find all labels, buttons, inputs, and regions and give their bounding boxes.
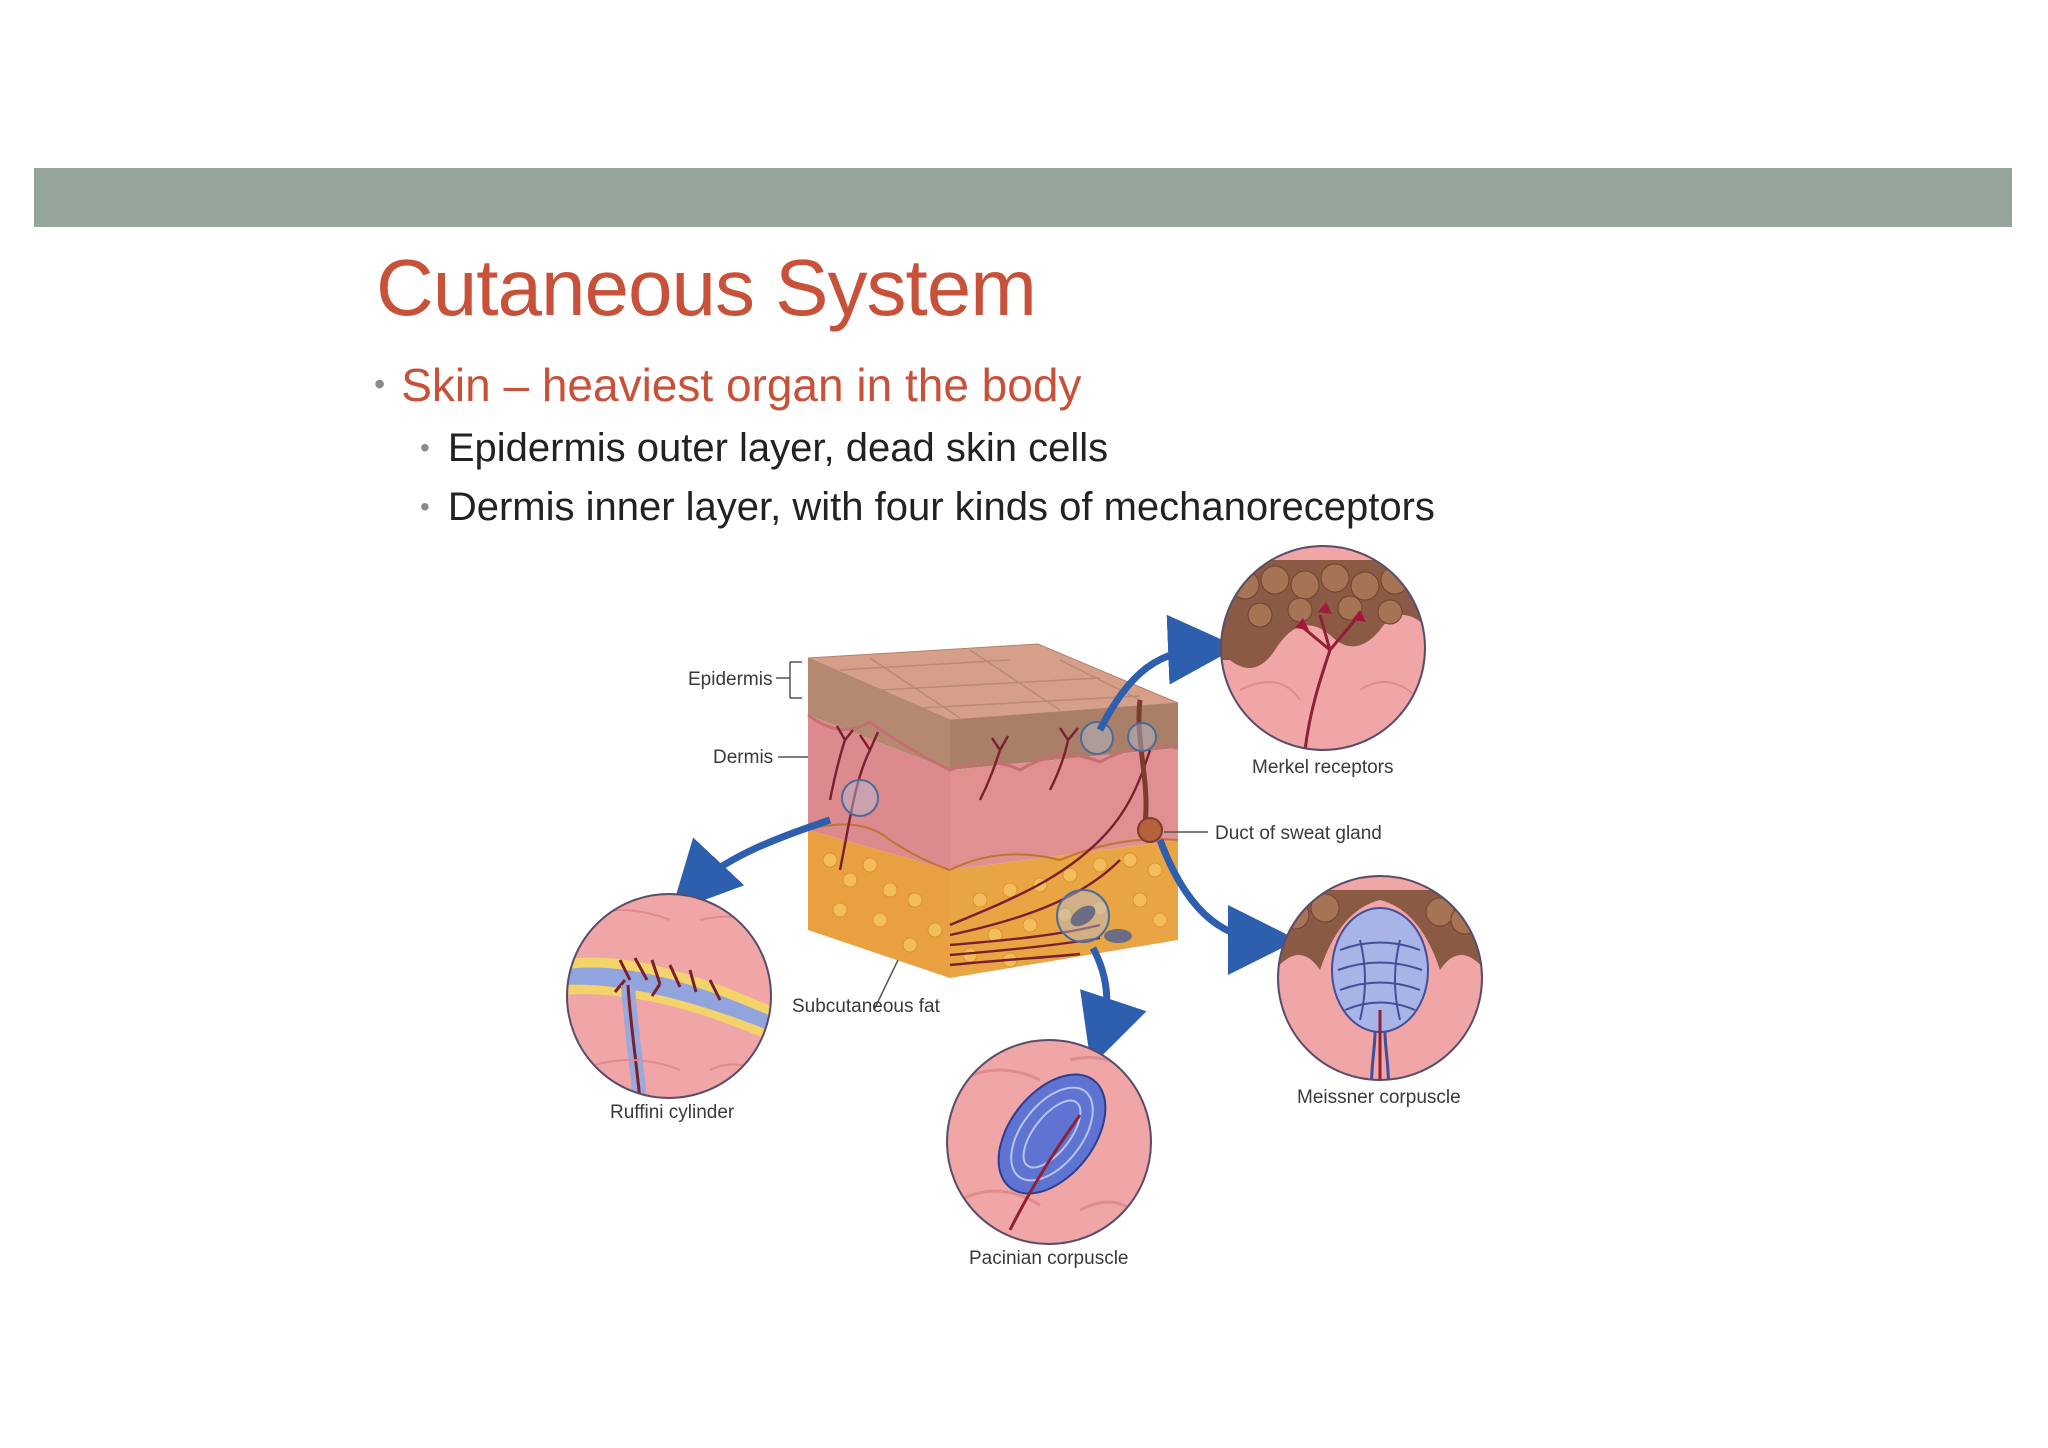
label-meissner: Meissner corpuscle (1297, 1087, 1461, 1108)
slide-title: Cutaneous System (376, 243, 1037, 332)
bullet-dot: • (420, 432, 430, 463)
ruffini-inset (566, 893, 772, 1099)
label-dermis: Dermis (713, 747, 773, 768)
header-band (34, 168, 2012, 227)
leader-lines (776, 661, 1208, 1011)
bullet-item-1: • Skin – heaviest organ in the body (374, 362, 1081, 408)
label-pacinian: Pacinian corpuscle (969, 1248, 1128, 1269)
connector-arrows (670, 614, 1298, 1067)
bullet-text: Dermis inner layer, with four kinds of m… (447, 485, 1435, 529)
label-merkel: Merkel receptors (1252, 757, 1394, 778)
bullet-text: Epidermis outer layer, dead skin cells (447, 426, 1109, 470)
pacinian-inset (946, 1039, 1152, 1245)
bullet-dot: • (420, 491, 430, 522)
bullet-text: Skin – heaviest organ in the body (401, 359, 1082, 411)
skin-block (807, 643, 1179, 978)
bullet-item-2: • Epidermis outer layer, dead skin cells (420, 428, 1108, 468)
label-epidermis: Epidermis (688, 669, 772, 690)
meissner-inset (1277, 875, 1483, 1081)
label-ruffini: Ruffini cylinder (610, 1102, 735, 1123)
label-subcutaneous-fat: Subcutaneous fat (792, 996, 941, 1017)
label-sweat-duct: Duct of sweat gland (1215, 823, 1382, 844)
bullet-item-3: • Dermis inner layer, with four kinds of … (420, 487, 1435, 527)
skin-diagram: Epidermis Dermis Subcutaneous fat Duct o… (566, 545, 1483, 1269)
merkel-inset (1220, 545, 1426, 751)
bullet-dot: • (374, 366, 386, 402)
